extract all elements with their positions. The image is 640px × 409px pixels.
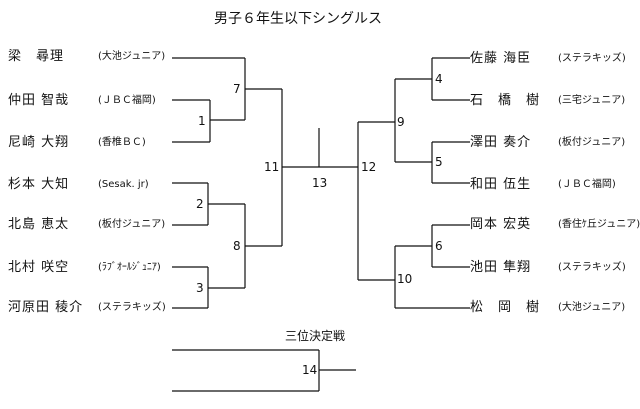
right-player-name: 池田 隼翔 xyxy=(470,260,532,275)
left-player-name: 河原田 稜介 xyxy=(8,300,84,315)
right-player-name: 石 橋 樹 xyxy=(470,93,541,108)
match-number: 9 xyxy=(397,115,405,129)
right-player-team: (香住ｹ丘ジュニア) xyxy=(558,219,640,230)
left-player-team: (板付ジュニア) xyxy=(98,219,166,230)
match-number: 11 xyxy=(264,160,280,174)
right-player-team: (ＪＢＣ福岡) xyxy=(558,179,616,190)
match-number: 8 xyxy=(233,239,241,253)
right-player-team: (三宅ジュニア) xyxy=(558,95,626,106)
match-number: 3 xyxy=(196,281,204,295)
match-number: 13 xyxy=(312,176,328,190)
right-player-team: (ステラキッズ) xyxy=(558,53,626,64)
right-player-name: 佐藤 海臣 xyxy=(470,51,532,66)
right-player-name: 岡本 宏英 xyxy=(470,217,532,232)
left-player-name: 北島 恵太 xyxy=(8,217,70,232)
right-player-team: (板付ジュニア) xyxy=(558,137,626,148)
left-player-team: (大池ジュニア) xyxy=(98,51,166,62)
left-player-team: (香椎ＢＣ) xyxy=(98,137,146,148)
match-number: 14 xyxy=(302,363,318,377)
right-player-name: 澤田 奏介 xyxy=(470,135,532,150)
match-number: 6 xyxy=(435,239,443,253)
bracket-title: 男子６年生以下シングルス xyxy=(214,11,382,27)
third-place-label: 三位決定戦 xyxy=(285,329,346,343)
match-number: 5 xyxy=(435,155,443,169)
right-player-name: 松 岡 樹 xyxy=(470,300,541,315)
right-player-team: (ステラキッズ) xyxy=(558,262,626,273)
match-number: 7 xyxy=(233,82,241,96)
match-number: 4 xyxy=(435,72,443,86)
match-number: 10 xyxy=(397,272,413,286)
match-number: 2 xyxy=(196,197,204,211)
left-player-team: (ﾗﾌﾞｵｰﾙｼﾞｭﾆｱ) xyxy=(98,262,161,273)
right-player-name: 和田 伍生 xyxy=(470,177,532,192)
left-player-name: 杉本 大知 xyxy=(8,177,70,192)
left-player-name: 北村 咲空 xyxy=(8,260,70,275)
match-number: 12 xyxy=(361,160,377,174)
left-player-name: 仲田 智哉 xyxy=(8,93,70,108)
left-player-name: 梁 尋理 xyxy=(8,49,65,64)
left-player-team: (ＪＢＣ福岡) xyxy=(98,95,156,106)
right-player-team: (大池ジュニア) xyxy=(558,302,626,313)
left-player-team: (ステラキッズ) xyxy=(98,302,166,313)
left-player-team: (Sesak. jr) xyxy=(98,179,149,190)
match-number: 1 xyxy=(198,114,206,128)
left-player-name: 尼崎 大翔 xyxy=(8,135,70,150)
